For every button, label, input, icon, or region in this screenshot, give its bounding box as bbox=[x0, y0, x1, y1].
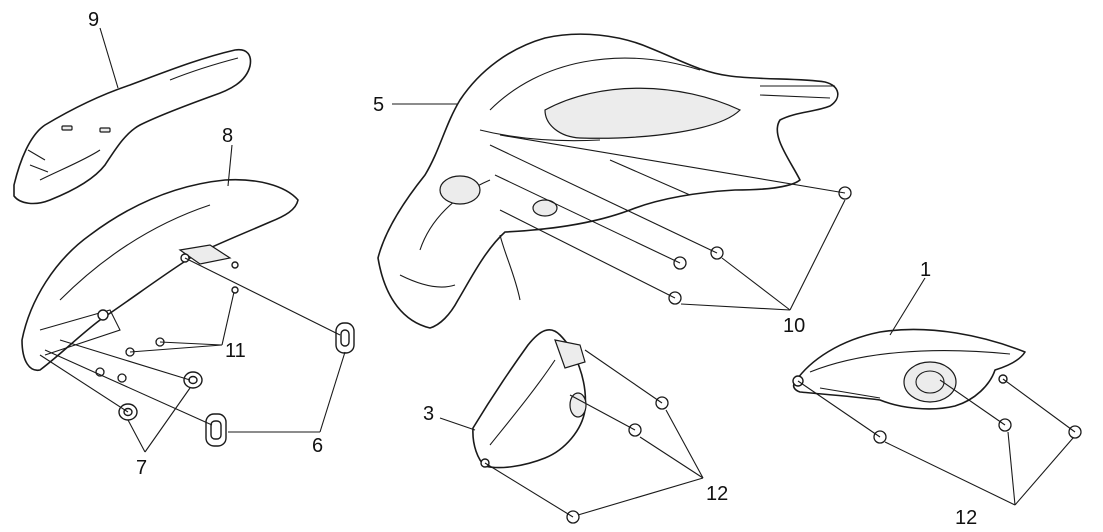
part-7-washers bbox=[118, 371, 203, 421]
part-11-screws bbox=[95, 337, 165, 383]
part-12-screws-right bbox=[873, 418, 1082, 444]
callout-6: 6 bbox=[312, 435, 323, 457]
callout-3: 3 bbox=[423, 403, 434, 425]
callout-11: 11 bbox=[225, 340, 246, 362]
callout-12-left: 12 bbox=[706, 483, 728, 505]
callout-10: 10 bbox=[783, 315, 805, 337]
callout-7: 7 bbox=[136, 457, 147, 479]
part-9-upper-cover bbox=[13, 48, 252, 205]
callout-labels: 9 8 5 1 3 11 7 6 10 12 12 bbox=[88, 9, 977, 529]
part-5-front-shield bbox=[377, 33, 839, 329]
part-3-bracket bbox=[472, 329, 587, 469]
callout-1: 1 bbox=[920, 259, 931, 281]
callout-5: 5 bbox=[373, 94, 384, 116]
part-6-grommets bbox=[205, 322, 355, 447]
callout-8: 8 bbox=[222, 125, 233, 147]
part-1-headlight bbox=[792, 328, 1026, 410]
callout-12-right: 12 bbox=[955, 507, 977, 529]
part-8-inner-cover bbox=[21, 178, 299, 371]
callout-9: 9 bbox=[88, 9, 99, 31]
leader-lines bbox=[39, 27, 1076, 518]
